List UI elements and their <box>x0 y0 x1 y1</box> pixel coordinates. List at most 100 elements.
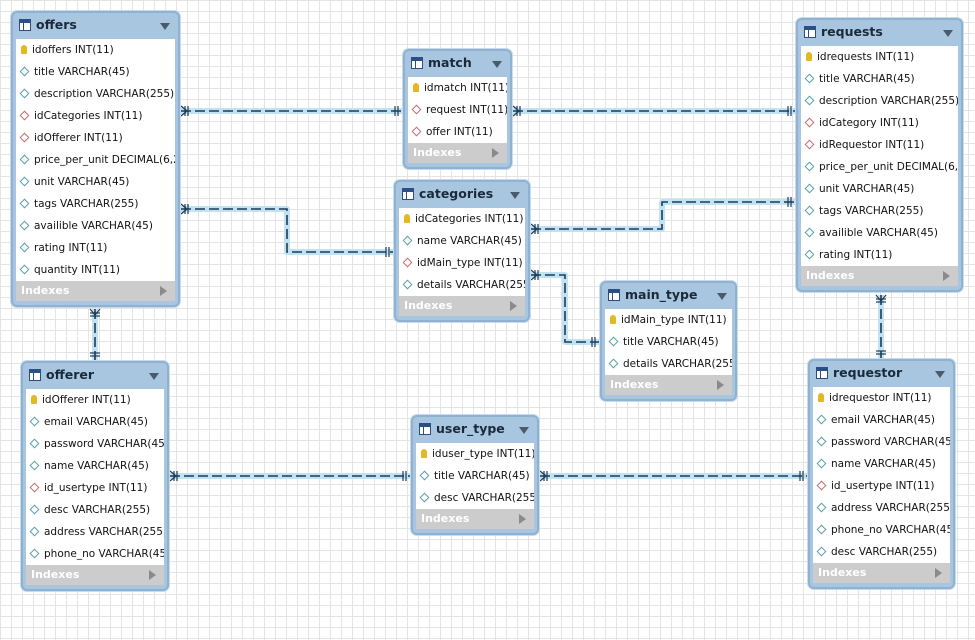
column-row[interactable]: idRequestor INT(11) <box>801 134 958 156</box>
table-header[interactable]: categories <box>396 182 528 208</box>
column-row[interactable]: password VARCHAR(45) <box>26 433 164 455</box>
column-row[interactable]: password VARCHAR(45) <box>813 431 950 453</box>
column-row[interactable]: address VARCHAR(255) <box>813 497 950 519</box>
column-row[interactable]: description VARCHAR(255) <box>16 83 175 105</box>
column-row[interactable]: price_per_unit DECIMAL(6,2) <box>16 149 175 171</box>
column-row[interactable]: name VARCHAR(45) <box>26 455 164 477</box>
relationship-requests-match[interactable] <box>512 105 795 117</box>
table-header[interactable]: offers <box>13 13 178 39</box>
indexes-section[interactable]: Indexes <box>813 563 950 583</box>
indexes-section[interactable]: Indexes <box>399 296 525 316</box>
column-row[interactable]: availible VARCHAR(45) <box>801 222 958 244</box>
column-row[interactable]: email VARCHAR(45) <box>813 409 950 431</box>
column-row[interactable]: availible VARCHAR(45) <box>16 215 175 237</box>
column-row[interactable]: description VARCHAR(255) <box>801 90 958 112</box>
expand-arrow-icon[interactable] <box>149 570 156 580</box>
column-row[interactable]: idMain_type INT(11) <box>399 252 525 274</box>
column-row[interactable]: idrequestor INT(11) <box>813 387 950 409</box>
column-row[interactable]: address VARCHAR(255) <box>26 521 164 543</box>
column-row[interactable]: title VARCHAR(45) <box>416 465 534 487</box>
table-header[interactable]: requests <box>798 20 961 46</box>
relationship-requestor-requests[interactable] <box>875 294 887 358</box>
table-header[interactable]: user_type <box>413 417 537 443</box>
column-row[interactable]: details VARCHAR(255) <box>399 274 525 296</box>
indexes-section[interactable]: Indexes <box>16 281 175 301</box>
table-header[interactable]: offerer <box>23 363 167 389</box>
column-row[interactable]: idCategories INT(11) <box>399 208 525 230</box>
column-row[interactable]: desc VARCHAR(255) <box>26 499 164 521</box>
indexes-section[interactable]: Indexes <box>26 565 164 585</box>
column-row[interactable]: idmatch INT(11) <box>408 77 507 99</box>
indexes-section[interactable]: Indexes <box>605 375 732 395</box>
expand-arrow-icon[interactable] <box>935 568 942 578</box>
expand-arrow-icon[interactable] <box>160 286 167 296</box>
column-row[interactable]: tags VARCHAR(255) <box>801 200 958 222</box>
column-row[interactable]: offer INT(11) <box>408 121 507 143</box>
column-row[interactable]: name VARCHAR(45) <box>399 230 525 252</box>
relationship-categories-offers[interactable] <box>180 203 393 257</box>
column-row[interactable]: unit VARCHAR(45) <box>801 178 958 200</box>
collapse-arrow-icon[interactable] <box>149 373 159 380</box>
column-row[interactable]: iduser_type INT(11) <box>416 443 534 465</box>
column-row[interactable]: idMain_type INT(11) <box>605 309 732 331</box>
column-row[interactable]: id_usertype INT(11) <box>26 477 164 499</box>
relationship-user_type-requestor[interactable] <box>539 470 807 482</box>
column-row[interactable]: idOfferer INT(11) <box>26 389 164 411</box>
column-row[interactable]: desc VARCHAR(255) <box>416 487 534 509</box>
column-row[interactable]: idoffers INT(11) <box>16 39 175 61</box>
column-row[interactable]: details VARCHAR(255) <box>605 353 732 375</box>
column-row[interactable]: idCategories INT(11) <box>16 105 175 127</box>
column-row[interactable]: request INT(11) <box>408 99 507 121</box>
expand-arrow-icon[interactable] <box>492 148 499 158</box>
column-row[interactable]: rating INT(11) <box>16 237 175 259</box>
column-row[interactable]: idOfferer INT(11) <box>16 127 175 149</box>
relationship-offerer-offers[interactable] <box>89 308 101 360</box>
expand-arrow-icon[interactable] <box>510 301 517 311</box>
column-row[interactable]: title VARCHAR(45) <box>801 68 958 90</box>
column-row[interactable]: title VARCHAR(45) <box>605 331 732 353</box>
relationship-offers-match[interactable] <box>180 105 402 117</box>
column-row[interactable]: idCategory INT(11) <box>801 112 958 134</box>
expand-arrow-icon[interactable] <box>717 380 724 390</box>
relationship-user_type-offerer[interactable] <box>169 470 410 482</box>
column-row[interactable]: desc VARCHAR(255) <box>813 541 950 563</box>
expand-arrow-icon[interactable] <box>519 514 526 524</box>
column-row[interactable]: email VARCHAR(45) <box>26 411 164 433</box>
expand-arrow-icon[interactable] <box>943 271 950 281</box>
collapse-arrow-icon[interactable] <box>717 293 727 300</box>
column-row[interactable]: phone_no VARCHAR(45) <box>26 543 164 565</box>
collapse-arrow-icon[interactable] <box>943 30 953 37</box>
column-row[interactable]: phone_no VARCHAR(45) <box>813 519 950 541</box>
indexes-section[interactable]: Indexes <box>408 143 507 163</box>
relationship-main_type-categories[interactable] <box>530 269 599 347</box>
column-row[interactable]: title VARCHAR(45) <box>16 61 175 83</box>
indexes-section[interactable]: Indexes <box>801 266 958 286</box>
table-header[interactable]: requestor <box>810 361 953 387</box>
column-row[interactable]: name VARCHAR(45) <box>813 453 950 475</box>
column-row[interactable]: unit VARCHAR(45) <box>16 171 175 193</box>
collapse-arrow-icon[interactable] <box>519 427 529 434</box>
collapse-arrow-icon[interactable] <box>492 61 502 68</box>
column-row[interactable]: rating INT(11) <box>801 244 958 266</box>
column-row[interactable]: idrequests INT(11) <box>801 46 958 68</box>
indexes-section[interactable]: Indexes <box>416 509 534 529</box>
collapse-arrow-icon[interactable] <box>935 371 945 378</box>
column-row[interactable]: quantity INT(11) <box>16 259 175 281</box>
relationship-categories-requests[interactable] <box>530 197 795 235</box>
column-row[interactable]: price_per_unit DECIMAL(6,2) <box>801 156 958 178</box>
column-icon <box>804 161 815 171</box>
column-row[interactable]: tags VARCHAR(255) <box>16 193 175 215</box>
table-header[interactable]: match <box>405 51 510 77</box>
table-header[interactable]: main_type <box>602 283 735 309</box>
collapse-arrow-icon[interactable] <box>160 23 170 30</box>
collapse-arrow-icon[interactable] <box>510 192 520 199</box>
column-row[interactable]: id_usertype INT(11) <box>813 475 950 497</box>
